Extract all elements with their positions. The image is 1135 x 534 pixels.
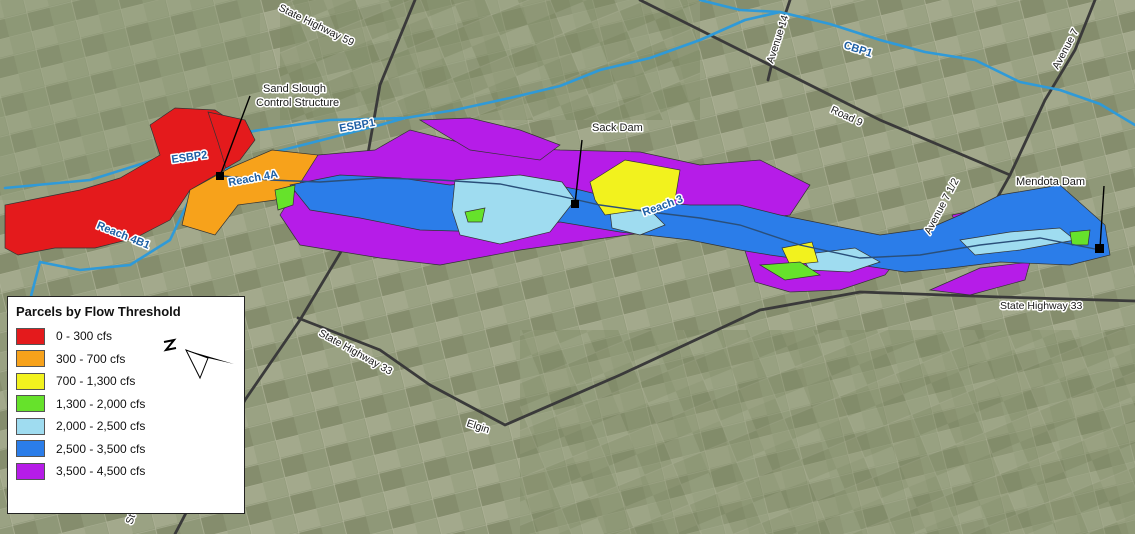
- legend-swatch: [16, 417, 45, 435]
- river-main-channel: [221, 175, 1101, 259]
- label-sh33-east: State Highway 33: [1000, 300, 1082, 312]
- parcel-green-1: [274, 184, 296, 211]
- sack-dam-leader: [574, 139, 583, 205]
- imagery-patch-south: [520, 330, 1135, 534]
- parcel-green-2: [464, 207, 486, 223]
- parcel-purple-4: [928, 261, 1031, 296]
- legend-panel: Parcels by Flow Threshold 0 - 300 cfs 300…: [7, 296, 245, 514]
- parcels: [4, 107, 1111, 296]
- parcel-yellow-1: [589, 159, 681, 216]
- road-avenue14: [766, 0, 792, 82]
- road-sh33: [296, 290, 1135, 427]
- legend-swatch: [16, 395, 45, 413]
- legend-row: 1,300 - 2,000 cfs: [16, 393, 236, 416]
- canal-cbp1: [698, 0, 782, 14]
- legend-label: 2,500 - 3,500 cfs: [56, 441, 146, 456]
- parcel-lightblue-2: [609, 209, 666, 236]
- legend-row: 300 - 700 cfs: [16, 348, 236, 371]
- legend-label: 0 - 300 cfs: [56, 329, 113, 344]
- label-sand-slough-1: Sand Slough: [263, 83, 326, 95]
- label-sack-dam: Sack Dam: [592, 122, 643, 134]
- label-sand-slough-2: Control Structure: [256, 97, 339, 109]
- legend-title: Parcels by Flow Threshold: [16, 304, 181, 319]
- label-mendota-dam: Mendota Dam: [1016, 176, 1085, 188]
- legend-row: 3,500 - 4,500 cfs: [16, 460, 236, 483]
- legend-row: 2,500 - 3,500 cfs: [16, 438, 236, 461]
- north-arrow-icon: [163, 338, 234, 380]
- legend-swatch: [16, 350, 45, 368]
- legend-label: 1,300 - 2,000 cfs: [56, 396, 146, 411]
- sand-slough-leader: [219, 95, 251, 177]
- legend-rows: 0 - 300 cfs 300 - 700 cfs 700 - 1,300 cfs 1…: [16, 325, 236, 483]
- sand-slough-marker[interactable]: [216, 172, 224, 180]
- sack-dam-marker[interactable]: [571, 200, 579, 208]
- feature-labels: Sand Slough Control Structure Sack Dam M…: [255, 82, 1087, 190]
- legend-row: 2,000 - 2,500 cfs: [16, 415, 236, 438]
- legend-row: 700 - 1,300 cfs: [16, 370, 236, 393]
- legend-swatch: [16, 462, 45, 480]
- legend-swatch: [16, 372, 45, 390]
- label-sh-sw-fragment: St: [124, 513, 139, 527]
- legend-label: 2,000 - 2,500 cfs: [56, 419, 146, 434]
- parcel-purple-2: [418, 117, 561, 161]
- imagery-patch-north: [280, 0, 700, 120]
- legend-swatch: [16, 440, 45, 458]
- legend-swatch: [16, 327, 45, 345]
- parcel-green-3: [758, 261, 821, 281]
- mendota-dam-leader: [1099, 185, 1105, 249]
- parcel-green-4: [1069, 229, 1091, 246]
- mendota-dam-marker[interactable]: [1095, 244, 1104, 253]
- legend-label: 3,500 - 4,500 cfs: [56, 464, 146, 479]
- legend-label: 700 - 1,300 cfs: [56, 374, 136, 389]
- road-road9: [638, 0, 1012, 177]
- legend-row: 0 - 300 cfs: [16, 325, 236, 348]
- parcel-yellow-2: [781, 241, 819, 266]
- structures: [216, 95, 1105, 253]
- legend-label: 300 - 700 cfs: [56, 351, 126, 366]
- canal-esbp1: [198, 10, 1135, 142]
- parcel-red-2: [207, 111, 256, 169]
